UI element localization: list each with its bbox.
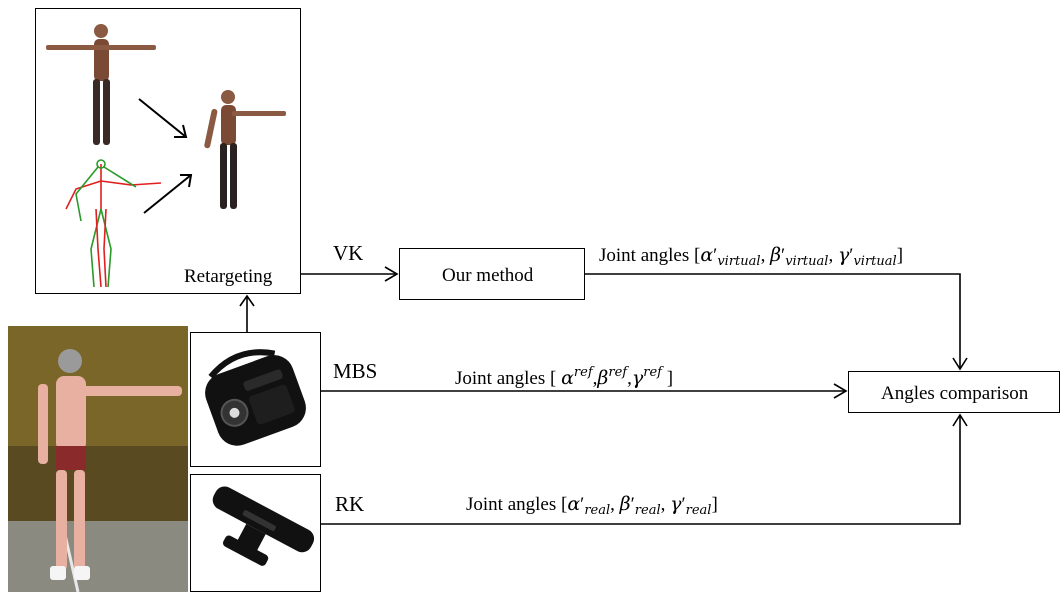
joint-angles-real: Joint angles [α′real, β′real, γ′real]	[466, 493, 718, 518]
t-pose-avatar	[46, 24, 156, 145]
gamma-symbol: γ	[670, 493, 682, 515]
rk-label: RK	[335, 492, 365, 516]
prime-mark: ′	[580, 494, 585, 515]
angles-comparison-label: Angles comparison	[881, 383, 1029, 404]
camera-icon	[205, 349, 306, 446]
prime-mark: ′	[781, 245, 786, 266]
virtual-sub: virtual	[717, 254, 761, 269]
alpha-symbol: α	[700, 244, 714, 266]
skeleton-figure	[65, 159, 162, 288]
our-method-box: Our method	[399, 248, 585, 300]
angles-comparison-box: Angles comparison	[848, 371, 1060, 413]
mbs-device-box	[190, 332, 321, 467]
beta-symbol: β	[619, 493, 631, 515]
prime-mark: ′	[630, 494, 635, 515]
rk-device-box	[190, 474, 321, 592]
joint-angles-virtual: Joint angles [α′virtual, β′virtual, γ′vi…	[599, 244, 904, 269]
virtual-sub: virtual	[853, 254, 897, 269]
prime-mark: ′	[849, 245, 854, 266]
virtual-sub: virtual	[785, 254, 829, 269]
alpha-symbol: α	[561, 367, 574, 389]
beta-symbol: β	[597, 367, 609, 389]
ref-sup: ref	[608, 365, 628, 380]
retargeting-illustration	[46, 24, 286, 288]
ref-sup: ref	[573, 365, 593, 380]
retargeting-label: Retargeting	[184, 266, 273, 287]
person-photo-art	[8, 326, 188, 592]
alpha-symbol: α	[567, 493, 581, 515]
real-sub: real	[634, 503, 661, 518]
joint-angles-prefix: Joint angles	[455, 368, 546, 389]
retargeting-panel: Retargeting	[35, 8, 301, 294]
mbs-label: MBS	[333, 359, 378, 383]
person-photo	[8, 326, 188, 592]
kinect-sensor-icon	[212, 486, 315, 566]
retargeted-avatar	[204, 90, 286, 209]
gamma-symbol: γ	[837, 244, 850, 266]
joint-angles-prefix: Joint angles	[466, 494, 557, 515]
prime-mark: ′	[681, 494, 686, 515]
joint-angles-prefix: Joint angles	[599, 245, 690, 266]
joint-angles-ref: Joint angles [ αref,βref,γref ]	[455, 365, 674, 389]
real-sub: real	[685, 503, 712, 518]
ref-sup: ref	[643, 365, 662, 380]
gamma-symbol: γ	[631, 367, 644, 389]
retarget-arrows	[138, 98, 193, 214]
our-method-label: Our method	[442, 265, 534, 286]
beta-symbol: β	[770, 244, 782, 266]
vk-label: VK	[333, 241, 364, 265]
real-sub: real	[584, 503, 611, 518]
prime-mark: ′	[713, 245, 718, 266]
